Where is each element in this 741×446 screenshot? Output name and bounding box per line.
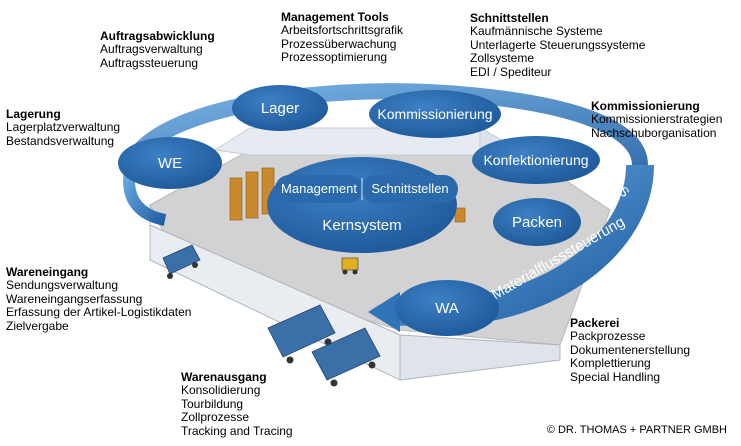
block-line: Lagerplatzverwaltung [6,120,121,135]
block-title: Wareneingang [6,265,89,279]
truck-icon [267,304,336,364]
orbit-arrow-head [368,292,400,332]
block-title: Management Tools [281,10,389,24]
block-packerei: Packerei Packprozesse Dokumentenerstellu… [570,316,691,384]
svg-text:Lager: Lager [261,100,299,117]
svg-text:WE: WE [158,155,182,172]
block-line: Dokumentenerstellung [570,342,691,357]
block-line: EDI / Spediteur [470,64,552,79]
block-title: Packerei [570,316,620,330]
block-wareneingang: Wareneingang Sendungsverwaltung Warenein… [6,265,192,333]
block-line: Wareneingangserfassung [6,291,143,306]
svg-text:Konfektionierung: Konfektionierung [483,152,588,168]
block-line: Erfassung der Artikel-Logistikdaten [6,305,192,320]
block-auftragsabwicklung: Auftragsabwicklung Auftragsverwaltung Au… [100,29,215,70]
block-line: Sendungsverwaltung [6,278,119,293]
copyright-notice: © DR. THOMAS + PARTNER GMBH [546,424,727,436]
truck-icon [311,327,381,387]
block-line: Auftragssteuerung [100,55,199,70]
block-lagerung: Lagerung Lagerplatzverwaltung Bestandsve… [6,107,121,148]
block-title: Warenausgang [181,370,267,384]
core-ellipse [267,157,457,253]
block-line: Special Handling [570,369,661,384]
block-schnittstellen: Schnittstellen Kaufmännische Systeme Unt… [470,11,646,79]
block-line: Tracking and Tracing [181,423,293,438]
block-kommissionierung: Kommissionierung Kommissionierstrategien… [591,99,723,140]
block-line: Bestandsverwaltung [6,133,115,148]
block-title: Kommissionierung [591,99,700,113]
block-line: Kaufmännische Systeme [470,24,603,39]
block-line: Prozessoptimierung [281,50,388,65]
block-line: Kommissionierstrategien [591,112,723,127]
management-box [275,175,363,203]
node-we: WE [118,137,222,189]
schnittstellen-box [362,175,458,203]
block-line: Arbeitsfortschrittsgrafik [281,23,404,38]
block-line: Unterlagerte Steuerungssysteme [470,37,646,52]
block-line: Nachschuborganisation [591,125,717,140]
svg-text:Packen: Packen [512,214,562,231]
kernsystem-label: Kernsystem [322,217,401,234]
svg-text:WA: WA [435,300,459,317]
block-title: Lagerung [6,107,61,121]
node-konfektionierung: Konfektionierung [472,136,600,184]
warehouse-right-front-wall [399,334,561,381]
block-title: Schnittstellen [470,11,549,25]
block-warenausgang: Warenausgang Konsolidierung Tourbildung … [181,370,293,438]
block-line: Zielvergabe [6,318,69,333]
truck-icon [162,244,201,279]
block-line: Komplettierung [570,356,651,371]
block-line: Zollsysteme [470,51,535,66]
block-line: Konsolidierung [181,383,261,398]
node-packen: Packen [493,198,581,246]
node-kommissionierung: Kommissionierung [369,90,501,138]
management-label: Management [281,181,357,196]
block-title: Auftragsabwicklung [100,29,215,43]
node-lager: Lager [232,85,328,131]
svg-text:Kommissionierung: Kommissionierung [377,106,492,122]
block-line: Prozessüberwachung [281,36,397,51]
block-line: Packprozesse [570,329,646,344]
block-line: Zollprozesse [181,410,250,425]
node-wa: WA [395,280,499,336]
block-line: Auftragsverwaltung [100,42,203,57]
schnittstellen-label: Schnittstellen [371,181,448,196]
block-line: Tourbildung [181,396,244,411]
forklift-icon [341,257,359,275]
block-management-tools: Management Tools Arbeitsfortschrittsgraf… [281,10,404,65]
